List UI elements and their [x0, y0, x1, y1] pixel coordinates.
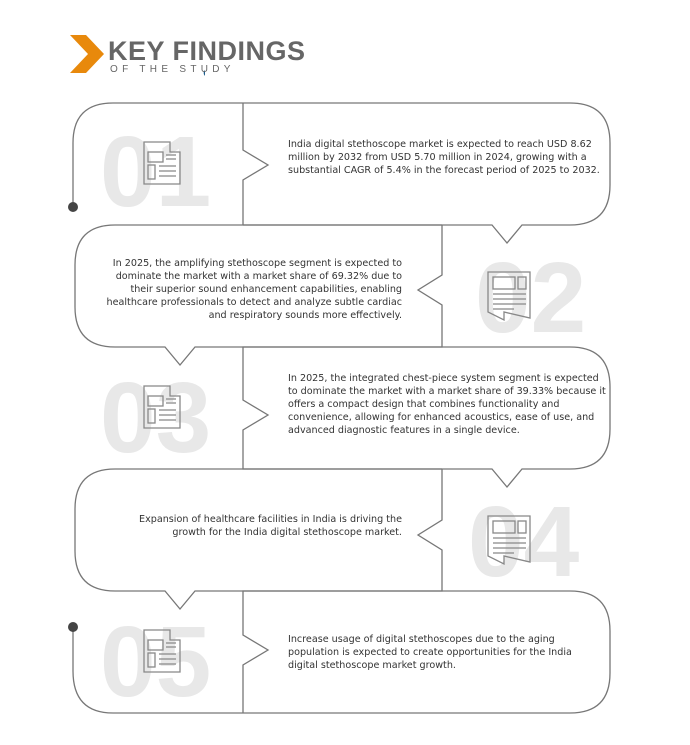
page-subtitle: OF THE STUDY	[110, 64, 235, 75]
card-4-outline	[74, 468, 443, 611]
finding-text-3: In 2025, the integrated chest-piece syst…	[288, 373, 606, 436]
finding-text-2: In 2025, the amplifying stethoscope segm…	[106, 258, 402, 321]
finding-text-1: India digital stethoscope market is expe…	[288, 139, 600, 176]
chevron-logo-icon	[70, 35, 104, 73]
finding-number: 04	[468, 486, 580, 598]
card-5-outline	[72, 590, 611, 714]
card-2-outline	[74, 224, 443, 367]
newspaper-icon	[487, 515, 531, 566]
newspaper-icon	[143, 385, 181, 429]
newspaper-icon	[487, 271, 531, 322]
timeline-dot	[68, 622, 78, 632]
card-1-outline	[72, 102, 611, 245]
newspaper-icon	[143, 629, 181, 673]
finding-text-4: Expansion of healthcare facilities in In…	[139, 514, 402, 538]
newspaper-icon	[143, 141, 181, 185]
card-3-outline	[242, 346, 611, 489]
page-title: KEY FINDINGS	[108, 36, 306, 66]
timeline-dot	[68, 202, 78, 212]
finding-text-5: Increase usage of digital stethoscopes d…	[288, 634, 572, 671]
